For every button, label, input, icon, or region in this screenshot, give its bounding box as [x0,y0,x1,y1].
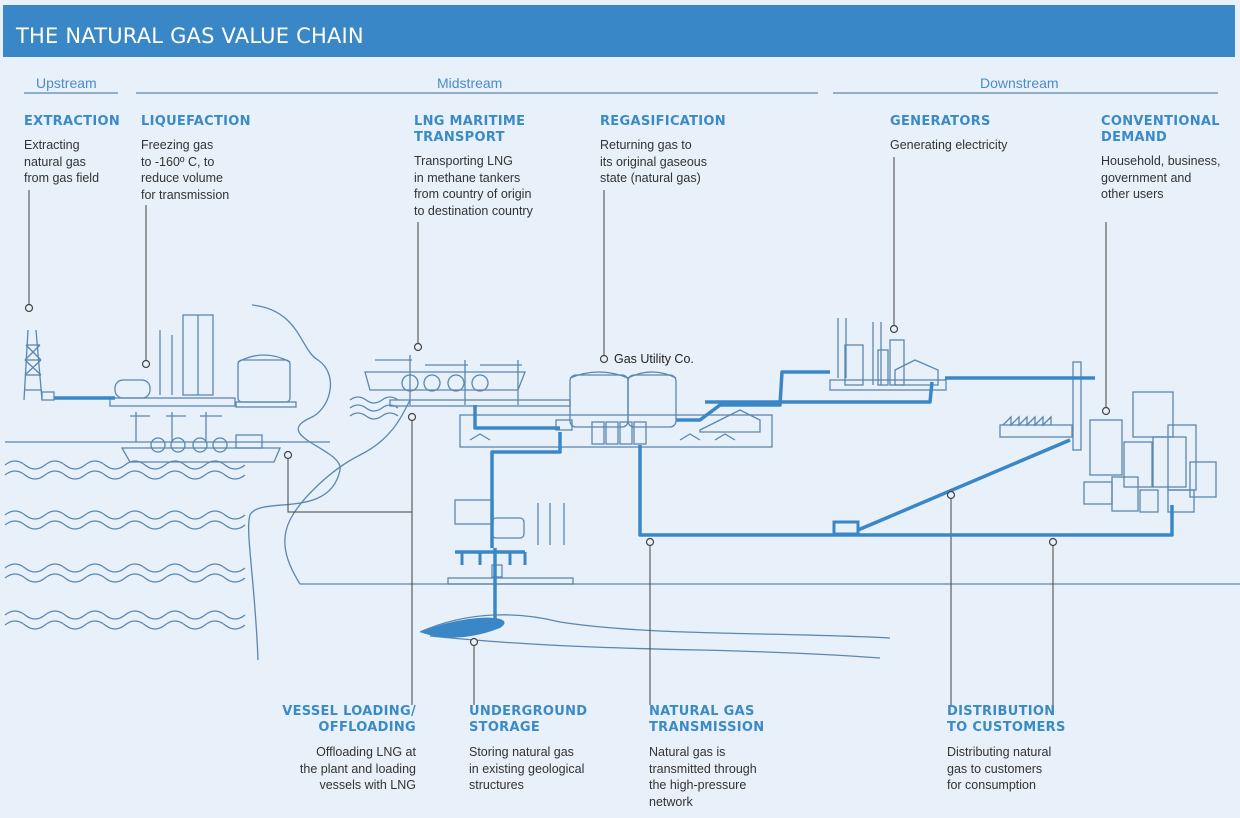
regasification-title: REGASIFICATION [600,114,726,129]
storage-manifold-legs [460,552,527,565]
underground-storage-title: UNDERGROUND STORAGE [469,704,588,735]
wave-8 [4,620,246,630]
leader-dots [24,303,1111,647]
transmission-title: NATURAL GAS TRANSMISSION [649,704,765,735]
diagram-title: THE NATURAL GAS VALUE CHAIN [16,24,364,48]
dot-storage [469,637,479,647]
pipeline-main [638,445,1174,537]
transmission-desc: Natural gas is transmitted through the h… [649,745,757,809]
conventional-demand-title: CONVENTIONAL DEMAND [1101,114,1220,145]
extraction-desc: Extracting natural gas from gas field [24,138,100,185]
conventional-demand-desc: Household, business, government and othe… [1101,154,1221,201]
wave-dest-1 [349,396,399,404]
vessel-loading-desc: Offloading LNG at the plant and loading … [299,745,416,792]
leader-vessel-2 [287,458,412,513]
generators-title: GENERATORS [890,114,991,129]
wave-6 [4,573,246,583]
pipeline-storage [490,432,562,548]
stage-upstream: Upstream [36,75,97,91]
geological-structure-2 [429,635,881,659]
dot-generators [889,324,899,334]
wave-4 [4,520,246,530]
gas-utility-label: Gas Utility Co. [614,352,694,366]
origin-tanker [120,412,281,463]
dot-vessel [407,412,417,422]
leader-lines [28,157,1107,705]
wave-7 [4,610,246,620]
dot-regasification [599,354,609,364]
regasification-desc: Returning gas to its original gaseous st… [600,138,708,185]
dot-extraction [24,303,34,313]
dot-liquefaction [141,359,151,369]
stage-midstream: Midstream [437,75,503,91]
distribution-desc: Distributing natural gas to customers fo… [947,745,1052,792]
lng-transport-desc: Transporting LNG in methane tankers from… [414,154,533,218]
liquefaction-desc: Freezing gas to -160º C, to reduce volum… [141,138,230,202]
pipeline-regas-out [676,370,830,422]
coast-outline [248,304,341,661]
dot-distribution [946,490,956,500]
liquefaction-title: LIQUEFACTION [141,114,251,129]
liquefaction-plant [109,314,297,408]
distribution-title: DISTRIBUTION TO CUSTOMERS [947,704,1066,735]
dot-conventional [1101,406,1111,416]
underground-storage-desc: Storing natural gas in existing geologic… [469,745,585,792]
pipeline-pier [473,405,560,430]
vessel-loading-title: VESSEL LOADING/ OFFLOADING [282,704,416,735]
dot-vessel-2 [283,450,293,460]
dot-transmission [645,537,655,547]
title-banner: THE NATURAL GAS VALUE CHAIN [3,5,1235,57]
wave-2 [4,470,246,480]
wave-dest-3 [349,412,399,420]
dot-distribution-2 [1048,537,1058,547]
storage-plant [447,499,574,585]
dot-lng-transport [413,342,423,352]
power-station [829,318,947,391]
wave-5 [4,563,246,573]
compressor-station [832,520,860,536]
extraction-title: EXTRACTION [24,114,121,129]
stage-downstream: Downstream [980,75,1059,91]
lng-transport-title: LNG MARITIME TRANSPORT [414,114,526,145]
storage-reservoir [420,617,505,638]
pipeline-power [705,381,934,404]
demand-city [999,361,1217,513]
regasification-plant [459,371,773,448]
pipeline-to-city [857,438,1071,532]
extraction-derrick [23,329,55,401]
geological-structure [419,614,891,639]
wave-3 [4,510,246,520]
coast-outline-2 [284,399,411,585]
generators-desc: Generating electricity [890,138,1008,152]
wave-1 [4,460,246,470]
